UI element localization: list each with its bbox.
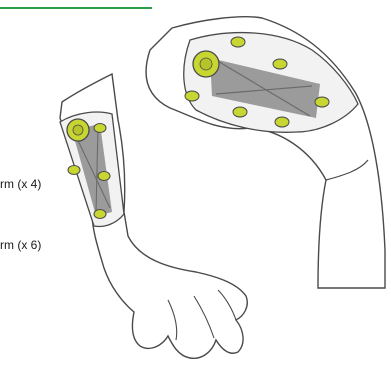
upper-arm-pad-count-label: rm (x 6) xyxy=(0,238,41,252)
upper-arm-dial-hub xyxy=(200,58,212,70)
forearm-dial-hub xyxy=(73,125,83,135)
upper-arm-pad xyxy=(273,59,287,69)
forearm-pad-count-label: rm (x 4) xyxy=(0,177,41,191)
upper-arm-figure xyxy=(146,17,385,288)
forearm-pad xyxy=(94,210,106,219)
forearm-pad xyxy=(68,166,80,175)
upper-arm-pad xyxy=(315,97,329,107)
forearm-pad xyxy=(98,172,110,181)
upper-arm-pad xyxy=(185,91,199,101)
upper-arm-pad xyxy=(233,107,247,117)
upper-arm-pad xyxy=(231,37,245,47)
upper-arm-pad xyxy=(275,117,289,127)
forearm-pad xyxy=(94,124,106,133)
